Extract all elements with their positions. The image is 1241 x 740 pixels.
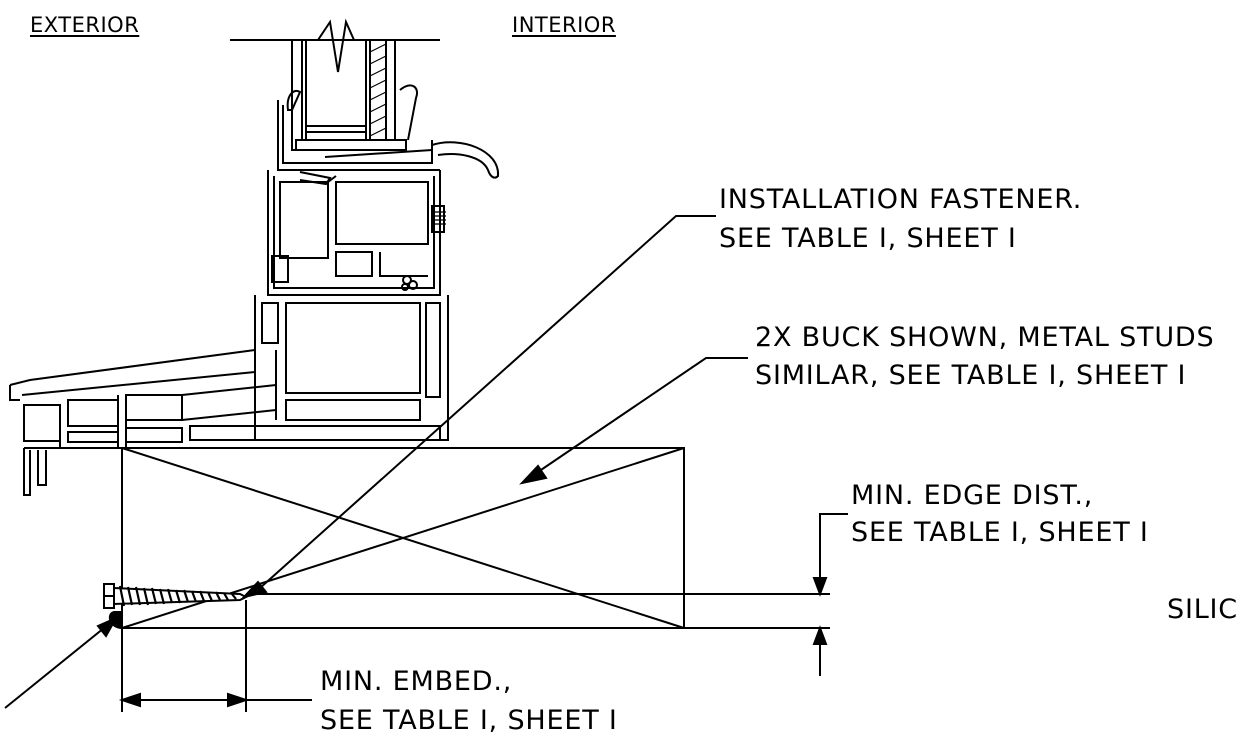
exterior-label: EXTERIOR: [30, 13, 140, 37]
silicone-note-partial: SILIC: [1167, 594, 1238, 625]
sash-profile: [277, 84, 500, 179]
leader-lines: [4, 215, 748, 709]
edge-distance-dimension: [684, 513, 848, 676]
buck-note-line2: SIMILAR, SEE TABLE I, SHEET I: [755, 360, 1187, 391]
interior-label: INTERIOR: [512, 13, 616, 37]
glazing-top-break: [230, 18, 440, 141]
fastener-note-line1: INSTALLATION FASTENER.: [719, 184, 1083, 215]
embed-note-line2: SEE TABLE I, SHEET I: [320, 705, 618, 736]
frame-profile: [267, 170, 446, 296]
edge-note-line2: SEE TABLE I, SHEET I: [851, 517, 1149, 548]
embed-dimension: [118, 600, 312, 712]
fastener-note-line2: SEE TABLE I, SHEET I: [719, 223, 1017, 254]
sill-profile: [9, 295, 449, 496]
fastener-screw: [103, 583, 249, 630]
embed-note-line1: MIN. EMBED.,: [320, 666, 513, 697]
buck-note-line1: 2X BUCK SHOWN, METAL STUDS: [755, 322, 1215, 353]
edge-note-line1: MIN. EDGE DIST.,: [851, 480, 1094, 511]
